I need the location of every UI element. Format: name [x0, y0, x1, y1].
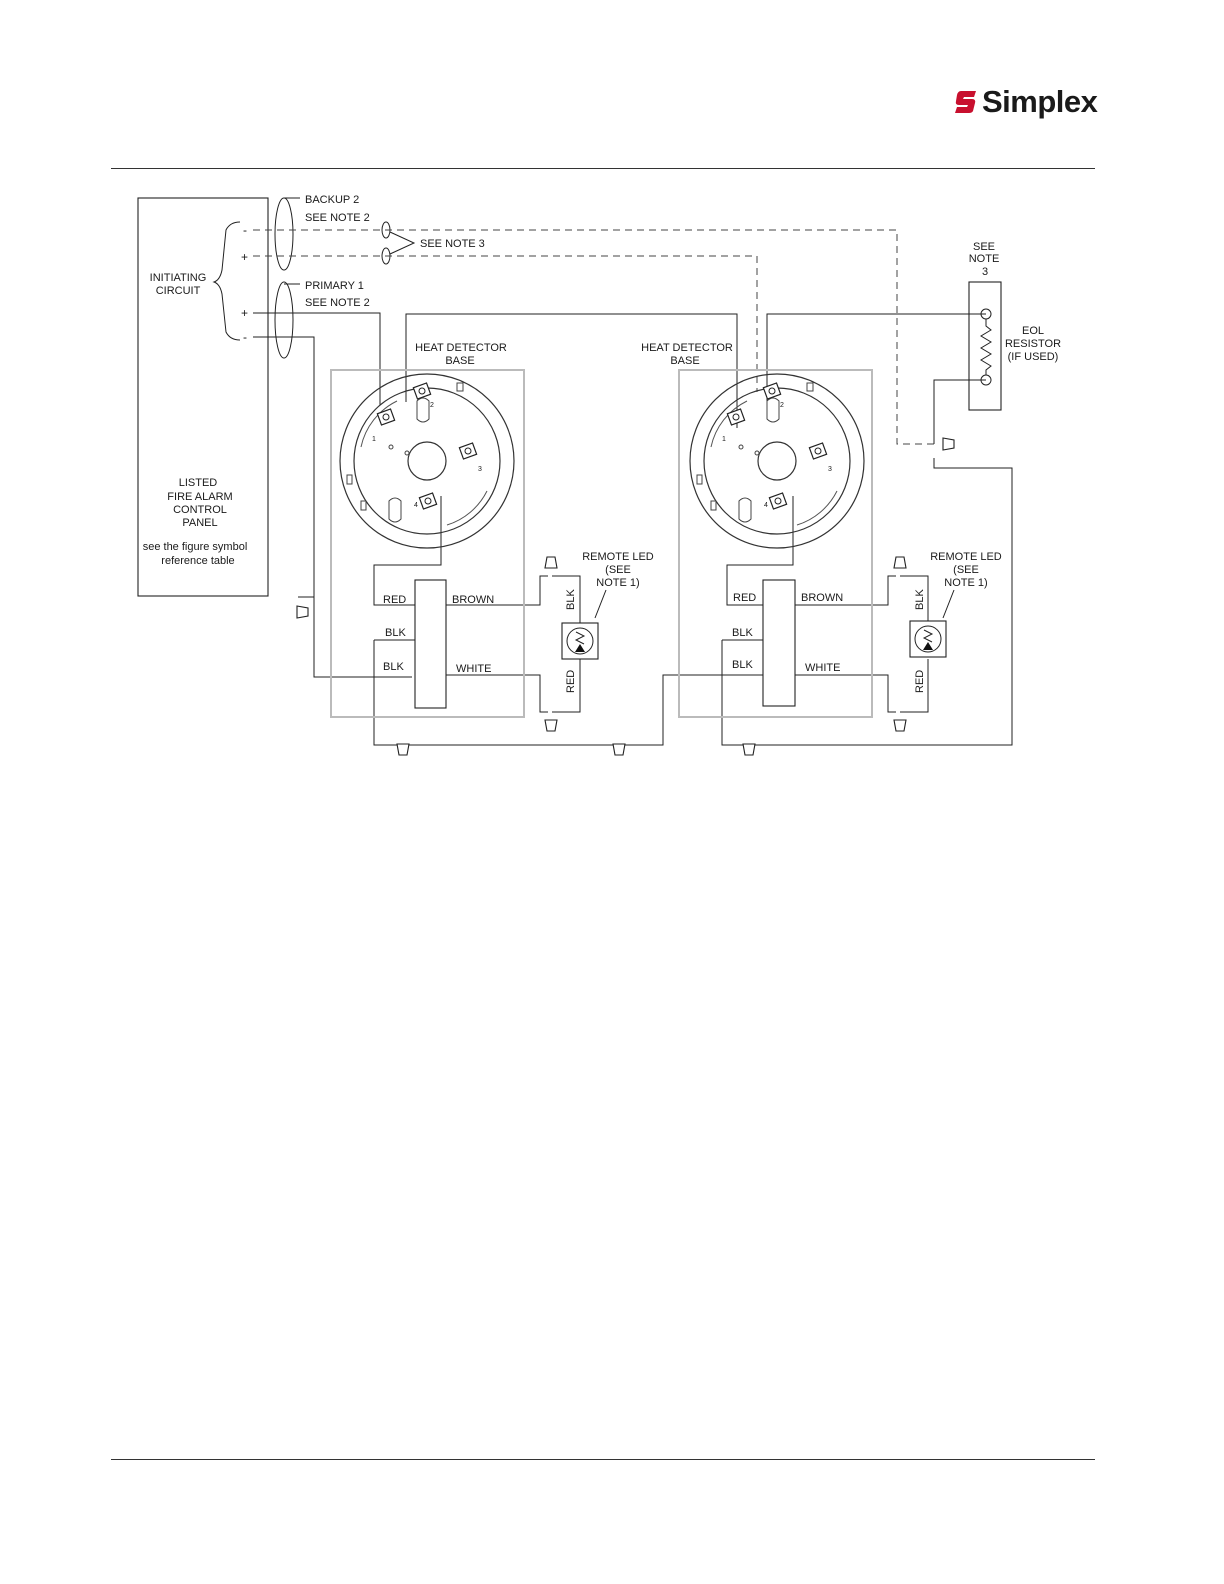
eol-see-label: SEE: [973, 241, 995, 253]
blk-wire-label-2: BLK: [383, 661, 404, 673]
primary-see-note-2: SEE NOTE 2: [305, 297, 370, 309]
wire-nut-connector: [612, 743, 626, 756]
initiating-label: INITIATING: [150, 272, 207, 284]
wire-nut-connector: [544, 556, 558, 569]
terminal-2-label: 2: [430, 402, 434, 409]
eol-label: EOL: [1022, 325, 1044, 337]
terminal-1-label: 1: [372, 436, 376, 443]
terminal-3-label: 3: [478, 466, 482, 473]
heat-detector-1: HEAT DETECTOR BASE 1 2 3 4 RED BLK BLK B…: [330, 342, 654, 718]
panel-label-2: FIRE ALARM: [167, 491, 232, 503]
brown-wire-label: BROWN: [452, 594, 494, 606]
simplex-logo: Simplex: [954, 84, 1098, 120]
led-blk-wire-label: BLK: [565, 589, 577, 610]
led-red-wire-label: RED: [565, 670, 577, 693]
eol-note-label: NOTE: [969, 253, 1000, 265]
reference-note-2: reference table: [161, 555, 234, 567]
terminal-1-label: 1: [722, 436, 726, 443]
wire-nut-connector: [893, 719, 907, 732]
brown-wire-label: BROWN: [801, 592, 843, 604]
wire-nut-connector: [893, 556, 907, 569]
primary-minus-sign: -: [243, 330, 247, 344]
simplex-s-logo-icon: [955, 91, 976, 113]
remote-led-icon: [561, 622, 599, 660]
simplex-logo-text: Simplex: [982, 84, 1098, 119]
red-wire-label: RED: [383, 594, 406, 606]
detector-base-outline: [678, 369, 873, 718]
backup-plus-sign: +: [241, 250, 248, 264]
wire-nut-connector: [942, 437, 955, 451]
control-panel-box: [137, 197, 269, 597]
heat-detector-2: HEAT DETECTOR BASE 1 2 3 4 RED BLK BLK B…: [641, 342, 1002, 718]
backup-minus-sign: -: [243, 223, 247, 237]
backup-cable-oval: [274, 197, 294, 271]
red-wire-label: RED: [733, 592, 756, 604]
see-note-3-label: SEE NOTE 3: [420, 238, 485, 250]
remote-led-note-label: NOTE 1): [596, 577, 639, 589]
panel-label-3: CONTROL: [173, 504, 227, 516]
panel-label-4: PANEL: [182, 517, 217, 529]
detector-wire-block: [414, 579, 447, 709]
terminal-2-label: 2: [780, 402, 784, 409]
panel-label-1: LISTED: [179, 477, 218, 489]
detector-base-sublabel: BASE: [445, 355, 474, 367]
remote-led-label: REMOTE LED: [930, 551, 1002, 563]
primary-wiring: [253, 312, 1013, 746]
backup-see-note-2: SEE NOTE 2: [305, 212, 370, 224]
remote-led-icon: [909, 620, 947, 658]
terminal-4-label: 4: [414, 502, 418, 509]
led-blk-wire-label: BLK: [914, 589, 926, 610]
eol-resistor-label: RESISTOR: [1005, 338, 1061, 350]
blk-wire-label-1: BLK: [732, 627, 753, 639]
backup-wiring: [253, 229, 938, 445]
white-wire-label: WHITE: [456, 663, 491, 675]
eol-resistor-box: [968, 281, 1002, 411]
detector-wire-block: [762, 579, 796, 707]
detector-base-icon: [339, 373, 515, 549]
detector-base-label: HEAT DETECTOR: [641, 342, 733, 354]
eol-resistor-icon: [980, 319, 992, 375]
remote-led-note-label: NOTE 1): [944, 577, 987, 589]
terminal-3-label: 3: [828, 466, 832, 473]
wire-nut-connector: [742, 743, 756, 756]
circuit-label: CIRCUIT: [156, 285, 201, 297]
primary-cable-oval: [274, 281, 294, 359]
remote-led-see-label: (SEE: [953, 564, 979, 576]
blk-wire-label-2: BLK: [732, 659, 753, 671]
footer-rule: [111, 1459, 1095, 1460]
eol-if-used-label: (IF USED): [1008, 351, 1059, 363]
wire-nut-connector: [296, 605, 309, 619]
white-wire-label: WHITE: [805, 662, 840, 674]
wire-nut-connector: [544, 719, 558, 732]
primary-label: PRIMARY 1: [305, 280, 364, 292]
detector-base-outline: [330, 369, 525, 718]
reference-note-1: see the figure symbol: [143, 541, 248, 553]
header-rule: [111, 168, 1095, 169]
remote-led-label: REMOTE LED: [582, 551, 654, 563]
primary-plus-sign: +: [241, 306, 248, 320]
terminal-4-label: 4: [764, 502, 768, 509]
detector-base-icon: [689, 373, 865, 549]
led-red-wire-label: RED: [914, 670, 926, 693]
detector-base-sublabel: BASE: [670, 355, 699, 367]
remote-led-see-label: (SEE: [605, 564, 631, 576]
backup-label: BACKUP 2: [305, 194, 359, 206]
blk-wire-label-1: BLK: [385, 627, 406, 639]
detector-base-label: HEAT DETECTOR: [415, 342, 507, 354]
wire-nut-connector: [396, 743, 410, 756]
eol-note-number: 3: [982, 266, 988, 278]
